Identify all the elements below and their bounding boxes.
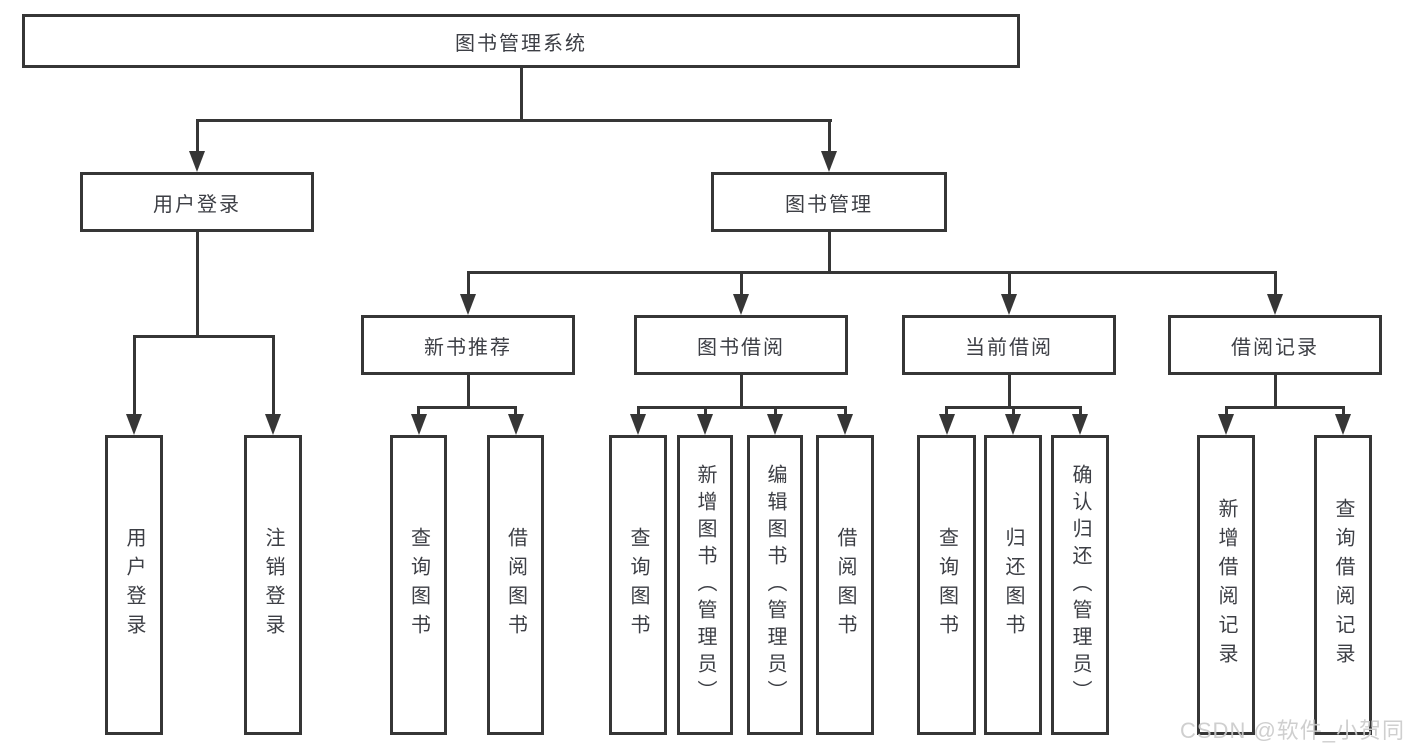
node-new-book-recommend: 新书推荐 xyxy=(361,315,575,375)
node-label: 用户登录 xyxy=(153,193,241,216)
arrowhead-down-icon xyxy=(821,151,837,172)
connector-line xyxy=(519,68,523,121)
arrowhead-down-icon xyxy=(938,414,955,435)
leaf-query-books-borrow: 查询图书 xyxy=(609,435,667,735)
connector-line xyxy=(132,335,275,338)
node-label: 当前借阅 xyxy=(965,336,1053,359)
connector-line xyxy=(417,406,517,409)
arrowhead-down-icon xyxy=(733,294,749,315)
connector-line xyxy=(827,119,831,153)
leaf-borrow-books-recommend: 借阅图书 xyxy=(487,435,544,735)
connector-line xyxy=(1224,406,1228,418)
arrowhead-down-icon xyxy=(126,414,142,435)
connector-line xyxy=(417,406,420,418)
connector-line xyxy=(195,119,832,122)
connector-line xyxy=(1224,406,1345,409)
node-label: 借阅图书 xyxy=(504,527,527,643)
node-label: 查询图书 xyxy=(627,527,649,643)
arrowhead-down-icon xyxy=(189,151,205,172)
node-label: 新书推荐 xyxy=(424,336,512,359)
connector-line xyxy=(1341,406,1345,418)
connector-line xyxy=(1011,406,1015,418)
node-label: 查询借阅记录 xyxy=(1332,498,1354,672)
arrowhead-down-icon xyxy=(460,294,476,315)
node-book-borrow: 图书借阅 xyxy=(634,315,848,375)
leaf-add-book-admin: 新增图书（管理员） xyxy=(677,435,733,735)
connector-line xyxy=(703,406,707,418)
node-borrow-records: 借阅记录 xyxy=(1168,315,1382,375)
node-label: 图书借阅 xyxy=(697,336,785,359)
connector-line xyxy=(466,375,470,408)
connector-line xyxy=(739,271,743,296)
connector-line xyxy=(1273,271,1277,296)
node-label: 新增图书（管理员） xyxy=(694,463,716,707)
node-user-login: 用户登录 xyxy=(80,172,314,232)
connector-line xyxy=(636,406,847,409)
node-label: 确认归还（管理员） xyxy=(1069,463,1091,707)
node-current-borrow: 当前借阅 xyxy=(902,315,1116,375)
leaf-confirm-return-admin: 确认归还（管理员） xyxy=(1051,435,1109,735)
leaf-logout: 注销登录 xyxy=(244,435,302,735)
node-label: 编辑图书（管理员） xyxy=(764,463,786,707)
arrowhead-down-icon xyxy=(767,414,783,435)
arrowhead-down-icon xyxy=(1072,414,1088,435)
connector-line xyxy=(195,232,199,338)
node-library-management-system: 图书管理系统 xyxy=(22,14,1020,68)
node-label: 新增借阅记录 xyxy=(1215,498,1237,672)
connector-line xyxy=(514,406,517,418)
connector-line xyxy=(945,406,948,418)
csdn-watermark: CSDN @软件_小贺同学 xyxy=(1180,718,1405,743)
leaf-user-login: 用户登录 xyxy=(105,435,163,735)
node-label: 用户登录 xyxy=(123,527,145,643)
leaf-add-borrow-record: 新增借阅记录 xyxy=(1197,435,1255,735)
arrowhead-down-icon xyxy=(630,414,646,435)
connector-line xyxy=(1078,406,1082,418)
node-label: 图书管理 xyxy=(785,193,873,216)
leaf-edit-book-admin: 编辑图书（管理员） xyxy=(747,435,803,735)
node-label: 借阅图书 xyxy=(834,527,856,643)
node-label: 归还图书 xyxy=(1002,527,1024,643)
arrowhead-down-icon xyxy=(697,414,713,435)
leaf-query-borrow-record: 查询借阅记录 xyxy=(1314,435,1372,735)
connector-line xyxy=(739,375,743,408)
arrowhead-down-icon xyxy=(1005,414,1021,435)
connector-line xyxy=(636,406,640,418)
connector-line xyxy=(773,406,777,418)
connector-line xyxy=(195,119,199,153)
arrowhead-down-icon xyxy=(1218,414,1234,435)
node-label: 借阅记录 xyxy=(1231,336,1319,359)
connector-line xyxy=(1007,271,1011,296)
node-label: 查询图书 xyxy=(935,527,958,643)
leaf-query-books-current: 查询图书 xyxy=(917,435,976,735)
arrowhead-down-icon xyxy=(410,414,427,435)
arrowhead-down-icon xyxy=(1001,294,1017,315)
leaf-borrow-books: 借阅图书 xyxy=(816,435,874,735)
connector-line xyxy=(843,406,847,418)
node-label: 查询图书 xyxy=(407,527,430,643)
connector-line xyxy=(827,232,831,274)
node-label: 图书管理系统 xyxy=(455,32,587,55)
connector-line xyxy=(271,335,275,417)
arrowhead-down-icon xyxy=(1267,294,1283,315)
node-label: 注销登录 xyxy=(262,527,284,643)
arrowhead-down-icon xyxy=(1335,414,1351,435)
node-book-management: 图书管理 xyxy=(711,172,947,232)
arrowhead-down-icon xyxy=(507,414,524,435)
connector-line xyxy=(466,271,1277,274)
connector-line xyxy=(466,271,470,296)
arrowhead-down-icon xyxy=(265,414,281,435)
connector-line xyxy=(1007,375,1011,408)
arrowhead-down-icon xyxy=(837,414,853,435)
leaf-query-books-recommend: 查询图书 xyxy=(390,435,447,735)
leaf-return-book: 归还图书 xyxy=(984,435,1042,735)
connector-line xyxy=(132,335,136,417)
connector-line xyxy=(1273,375,1277,408)
